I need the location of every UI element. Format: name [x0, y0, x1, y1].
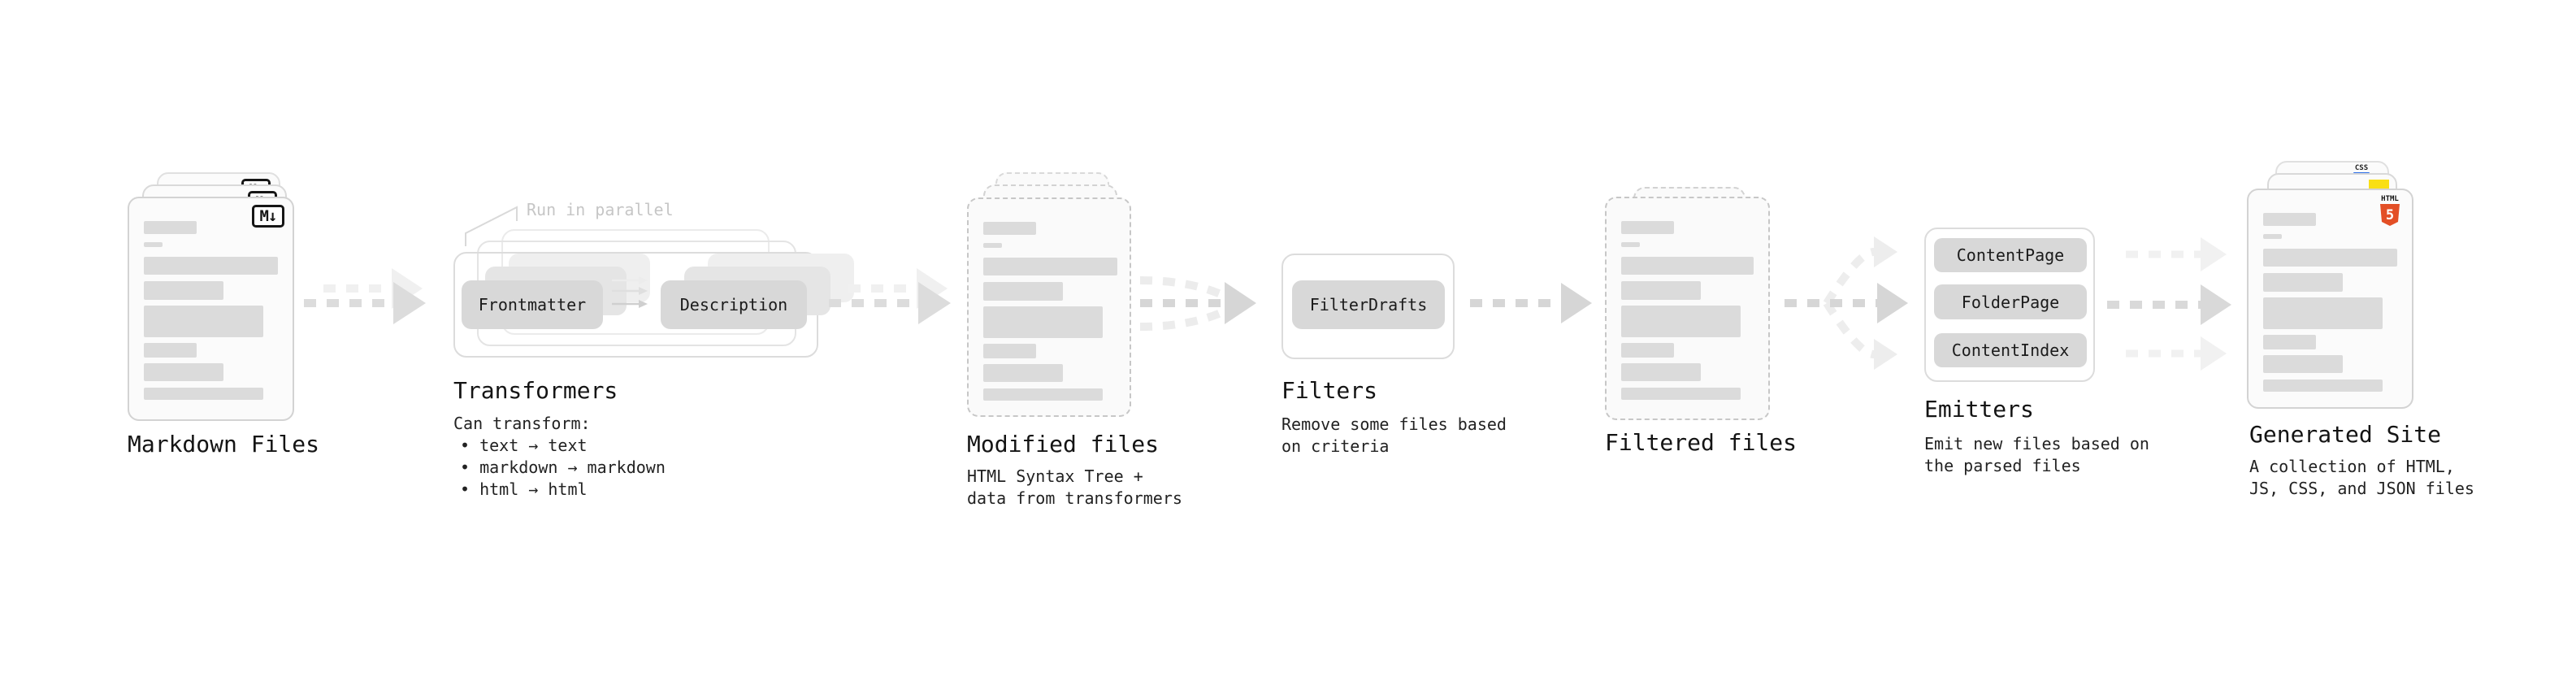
- subtitle-line: HTML Syntax Tree +: [967, 466, 1143, 486]
- placeholder-bar: [1621, 221, 1674, 234]
- placeholder-bar: [2263, 213, 2316, 226]
- placeholder-bar: [983, 222, 1036, 235]
- stage-title-filters: Filters: [1281, 377, 1378, 404]
- placeholder-bar: [983, 388, 1103, 401]
- svg-text:5: 5: [2386, 207, 2394, 223]
- css-badge-label: CSS: [2354, 164, 2369, 172]
- emitter-pill-folderpage: FolderPage: [1934, 284, 2087, 319]
- placeholder-bar: [144, 257, 278, 275]
- flow-arrow-icon: [829, 268, 951, 324]
- placeholder-bar: [2263, 234, 2282, 239]
- stage-title-generated-site: Generated Site: [2249, 421, 2442, 448]
- placeholder-bar: [1621, 257, 1754, 275]
- placeholder-bar: [983, 258, 1117, 275]
- subtitle-line: Emit new files based on: [1924, 434, 2149, 453]
- placeholder-bar: [144, 306, 263, 337]
- callout-leader-line: [465, 206, 518, 246]
- transformer-pill-frontmatter: Frontmatter: [462, 280, 603, 329]
- placeholder-bar: [2263, 355, 2343, 373]
- placeholder-bar: [2263, 249, 2397, 267]
- subtitle-line: data from transformers: [967, 488, 1182, 508]
- placeholder-bar: [983, 306, 1103, 338]
- stage-title-transformers: Transformers: [453, 377, 618, 404]
- bullet-item: html → html: [460, 479, 666, 501]
- svg-text:HTML: HTML: [2381, 195, 2399, 203]
- emitter-pill-contentpage: ContentPage: [1934, 238, 2087, 272]
- generated-site-subtitle: A collection of HTML, JS, CSS, and JSON …: [2249, 456, 2474, 500]
- placeholder-bar: [983, 282, 1063, 301]
- placeholder-bar: [144, 363, 223, 381]
- stage-title-filtered-files: Filtered files: [1605, 429, 1798, 456]
- filtered-file-card: [1605, 197, 1770, 420]
- placeholder-bar: [983, 344, 1036, 358]
- subtitle-line: Remove some files based: [1281, 414, 1507, 434]
- flow-arrow-icon: [304, 268, 426, 324]
- placeholder-bar: [1621, 363, 1701, 381]
- subtitle-line: A collection of HTML,: [2249, 457, 2455, 476]
- placeholder-bar: [983, 364, 1063, 382]
- markdown-file-card: M↓: [128, 197, 294, 421]
- stage-title-modified-files: Modified files: [967, 431, 1160, 458]
- subtitle-line: JS, CSS, and JSON files: [2249, 479, 2474, 498]
- transformers-bullet-list: text → text markdown → markdown html → h…: [460, 435, 666, 501]
- placeholder-bar: [1621, 242, 1640, 247]
- transformer-pill-description: Description: [661, 280, 807, 329]
- placeholder-bar: [144, 343, 197, 358]
- diverging-arrow-icon: [1785, 236, 1908, 370]
- placeholder-bar: [1621, 306, 1741, 337]
- placeholder-bar: [2263, 297, 2383, 329]
- subtitle-line: on criteria: [1281, 436, 1390, 456]
- generated-file-card-html: HTML 5: [2247, 189, 2413, 409]
- bullet-item: markdown → markdown: [460, 457, 666, 479]
- emitters-subtitle: Emit new files based on the parsed files: [1924, 433, 2149, 477]
- markdown-icon: M↓: [252, 205, 284, 228]
- emitter-pill-contentindex: ContentIndex: [1934, 333, 2087, 367]
- placeholder-bar: [144, 221, 197, 234]
- filter-pill-filterdrafts: FilterDrafts: [1292, 280, 1445, 329]
- html5-logo-icon: HTML 5: [2380, 195, 2400, 226]
- stage-title-emitters: Emitters: [1924, 396, 2034, 423]
- placeholder-bar: [1621, 388, 1741, 400]
- flow-arrow-icon: [1470, 283, 1592, 323]
- emitters-group: [1924, 228, 2095, 382]
- flow-arrow-icon: [2107, 284, 2231, 325]
- js-file-icon: [2369, 180, 2389, 189]
- parallel-arrows-icon: [612, 276, 648, 308]
- bullet-item: text → text: [460, 435, 666, 457]
- flow-arrow-icon: [2126, 237, 2227, 271]
- placeholder-bar: [144, 281, 223, 300]
- placeholder-bar: [144, 242, 163, 247]
- placeholder-bar: [144, 388, 263, 400]
- placeholder-bar: [2263, 273, 2343, 292]
- stage-title-markdown-files: Markdown Files: [128, 431, 320, 458]
- callout-run-in-parallel: Run in parallel: [527, 200, 674, 219]
- placeholder-bar: [2263, 335, 2316, 349]
- modified-file-card: [967, 197, 1131, 417]
- converging-arrow-icon: [1139, 276, 1256, 331]
- placeholder-bar: [2263, 380, 2383, 392]
- placeholder-bar: [1621, 281, 1701, 300]
- filters-subtitle: Remove some files based on criteria: [1281, 414, 1507, 458]
- modified-files-subtitle: HTML Syntax Tree + data from transformer…: [967, 466, 1182, 510]
- subtitle-line: the parsed files: [1924, 456, 2081, 475]
- flow-arrow-icon: [2126, 336, 2227, 371]
- placeholder-bar: [983, 243, 1002, 248]
- transformers-description-heading: Can transform:: [453, 414, 591, 433]
- placeholder-bar: [1621, 343, 1674, 358]
- filters-group: [1281, 254, 1455, 359]
